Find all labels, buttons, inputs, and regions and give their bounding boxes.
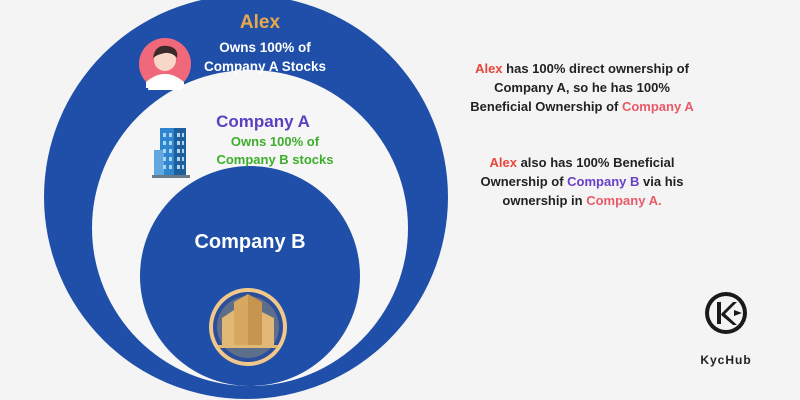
- expl2-line1-rest: also has 100% Beneficial: [516, 155, 675, 170]
- company-b-title: Company B: [194, 231, 306, 253]
- company-b-circle: [140, 166, 360, 386]
- expl2-alex: Alex: [489, 155, 517, 170]
- expl2-company-b: Company B: [567, 174, 640, 189]
- explanation-indirect-ownership: Alex also has 100% Beneficial Ownership …: [432, 153, 732, 210]
- company-a-desc-line1: Owns 100% of: [230, 134, 320, 149]
- kychub-brand-text: KycHub: [700, 353, 752, 367]
- office-building-icon: [152, 128, 190, 178]
- buildings-badge-icon: [209, 288, 287, 366]
- expl1-alex: Alex: [475, 61, 503, 76]
- expl2-line2-rest: via his: [639, 174, 684, 189]
- alex-desc-line1: Owns 100% of: [219, 40, 311, 55]
- expl2-line2-text: Ownership of: [480, 174, 568, 189]
- alex-title: Alex: [239, 12, 281, 33]
- expl1-line2: Company A, so he has 100%: [494, 80, 670, 95]
- alex-desc-line2: Company A Stocks: [203, 59, 327, 74]
- kychub-logo-icon: [705, 292, 747, 334]
- user-avatar-icon: [139, 38, 191, 90]
- expl1-line1-rest: has 100% direct ownership of: [502, 61, 689, 76]
- company-a-desc-line2: Company B stocks: [216, 152, 334, 167]
- expl2-line3-text: ownership in: [502, 193, 587, 208]
- expl2-company-a: Company A.: [586, 193, 662, 208]
- expl1-line3-text: Beneficial Ownership of: [470, 99, 622, 114]
- explanation-direct-ownership: Alex has 100% direct ownership of Compan…: [432, 59, 732, 116]
- company-a-title: Company A: [216, 112, 310, 131]
- expl1-company-a: Company A: [621, 99, 694, 114]
- company-a-description: Owns 100% of Company B stocks: [205, 133, 345, 169]
- alex-description: Owns 100% of Company A Stocks: [190, 38, 340, 76]
